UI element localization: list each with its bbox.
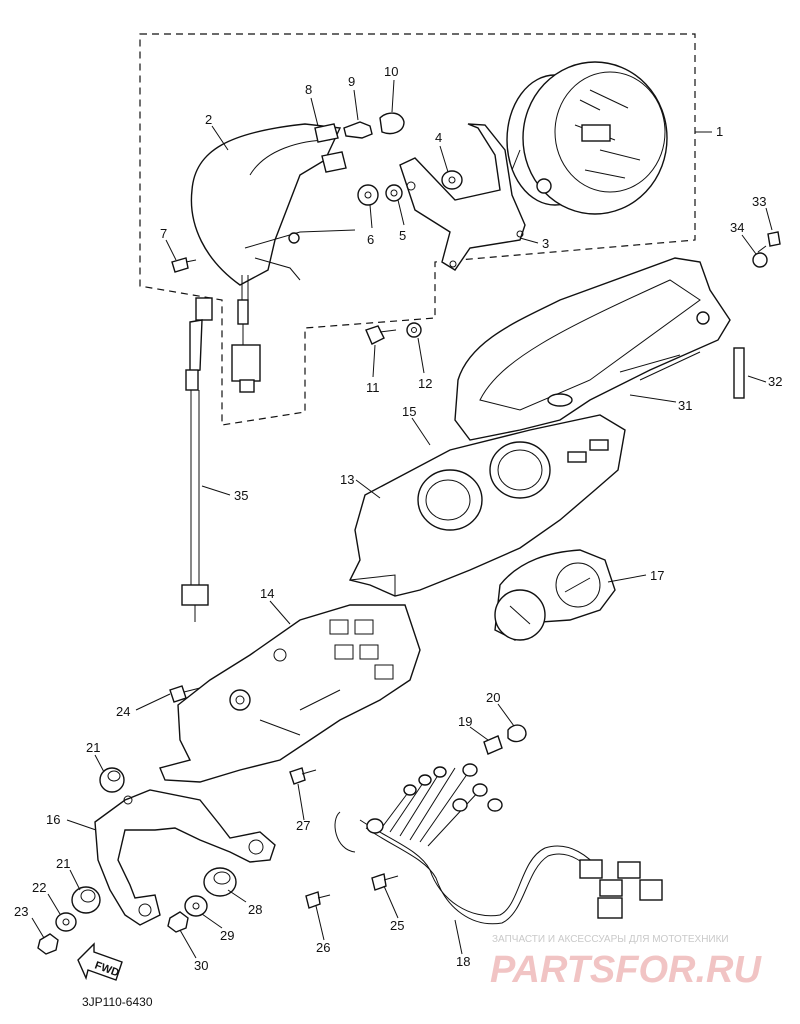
callout-28: 28 xyxy=(248,902,262,917)
part-2-meter-case xyxy=(190,123,356,286)
part-22-collar xyxy=(55,912,77,932)
callout-27: 27 xyxy=(296,818,310,833)
callout-34: 34 xyxy=(730,220,744,235)
part-30-nut xyxy=(167,911,189,933)
callout-11: 11 xyxy=(366,380,380,395)
part-10-bulb xyxy=(379,112,405,135)
watermark: ЗАПЧАСТИ И АКСЕССУАРЫ ДЛЯ МОТОТЕХНИКИ PA… xyxy=(490,934,762,991)
callout-8: 8 xyxy=(305,82,312,97)
part-1-meter-unit xyxy=(506,61,668,215)
callout-32: 32 xyxy=(768,374,782,389)
part-32-damper xyxy=(733,347,745,399)
part-21-damper-upper xyxy=(99,767,125,793)
callout-labels: 1 2 3 4 5 6 7 8 9 10 11 12 13 14 15 16 1… xyxy=(14,64,782,973)
callout-30: 30 xyxy=(194,958,208,973)
watermark-line-2: PARTSFOR.RU xyxy=(490,949,762,991)
callout-21-lower: 21 xyxy=(56,856,70,871)
callout-23: 23 xyxy=(14,904,28,919)
part-31-cowling xyxy=(454,257,731,441)
part-13-meter-housing xyxy=(348,414,626,597)
part-21-damper-lower xyxy=(71,886,101,914)
callout-13: 13 xyxy=(340,472,354,487)
callout-15: 15 xyxy=(402,404,416,419)
callout-24: 24 xyxy=(116,704,130,719)
meter-wiring xyxy=(231,275,261,393)
part-20-bulb xyxy=(507,724,527,743)
part-7-screw xyxy=(171,257,197,273)
part-6-nut xyxy=(357,184,379,206)
part-12-washer xyxy=(406,322,422,338)
part-25-screw xyxy=(371,873,399,891)
part-5-washer xyxy=(385,184,403,202)
callout-22: 22 xyxy=(32,880,46,895)
callout-1: 1 xyxy=(716,124,723,139)
callout-29: 29 xyxy=(220,928,234,943)
callout-35: 35 xyxy=(234,488,248,503)
callout-21-upper: 21 xyxy=(86,740,100,755)
callout-20: 20 xyxy=(486,690,500,705)
leader-lines xyxy=(31,79,773,959)
callout-26: 26 xyxy=(316,940,330,955)
callout-31: 31 xyxy=(678,398,692,413)
part-11-bolt xyxy=(365,325,397,345)
part-8-socket xyxy=(314,123,347,173)
part-16-bracket xyxy=(94,789,276,926)
part-24-bolt xyxy=(169,685,201,703)
part-17-meter-face xyxy=(494,549,616,641)
callout-12: 12 xyxy=(418,376,432,391)
callout-25: 25 xyxy=(390,918,404,933)
part-code: 3JP110-6430 xyxy=(82,995,153,1009)
part-3-meter-bracket xyxy=(399,123,526,271)
callout-6: 6 xyxy=(367,232,374,247)
part-34-washer xyxy=(752,252,768,268)
part-35-speedometer-cable xyxy=(181,297,213,622)
part-27-screw xyxy=(289,767,317,785)
assembly-boundary xyxy=(139,33,696,426)
part-19-socket xyxy=(483,735,503,755)
callout-5: 5 xyxy=(399,228,406,243)
callout-17: 17 xyxy=(650,568,664,583)
callout-33: 33 xyxy=(752,194,766,209)
callout-4: 4 xyxy=(435,130,442,145)
callout-7: 7 xyxy=(160,226,167,241)
part-28-damper xyxy=(203,867,237,897)
callout-3: 3 xyxy=(542,236,549,251)
callout-14: 14 xyxy=(260,586,274,601)
callout-9: 9 xyxy=(348,74,355,89)
part-26-screw xyxy=(305,891,331,909)
part-23-nut xyxy=(37,933,59,955)
part-14-lower-cover xyxy=(159,604,421,783)
part-33-screw xyxy=(757,231,781,253)
callout-10: 10 xyxy=(384,64,398,79)
part-29-collar xyxy=(184,895,208,917)
part-18-wire-harness xyxy=(334,763,663,925)
forward-arrow-icon: FWD xyxy=(77,942,123,981)
part-4-damper xyxy=(441,170,463,190)
part-9-bulb xyxy=(343,121,373,139)
callout-18: 18 xyxy=(456,954,470,969)
callout-16: 16 xyxy=(46,812,60,827)
watermark-line-1: ЗАПЧАСТИ И АКСЕССУАРЫ ДЛЯ МОТОТЕХНИКИ xyxy=(492,934,729,945)
callout-19: 19 xyxy=(458,714,472,729)
callout-2: 2 xyxy=(205,112,212,127)
